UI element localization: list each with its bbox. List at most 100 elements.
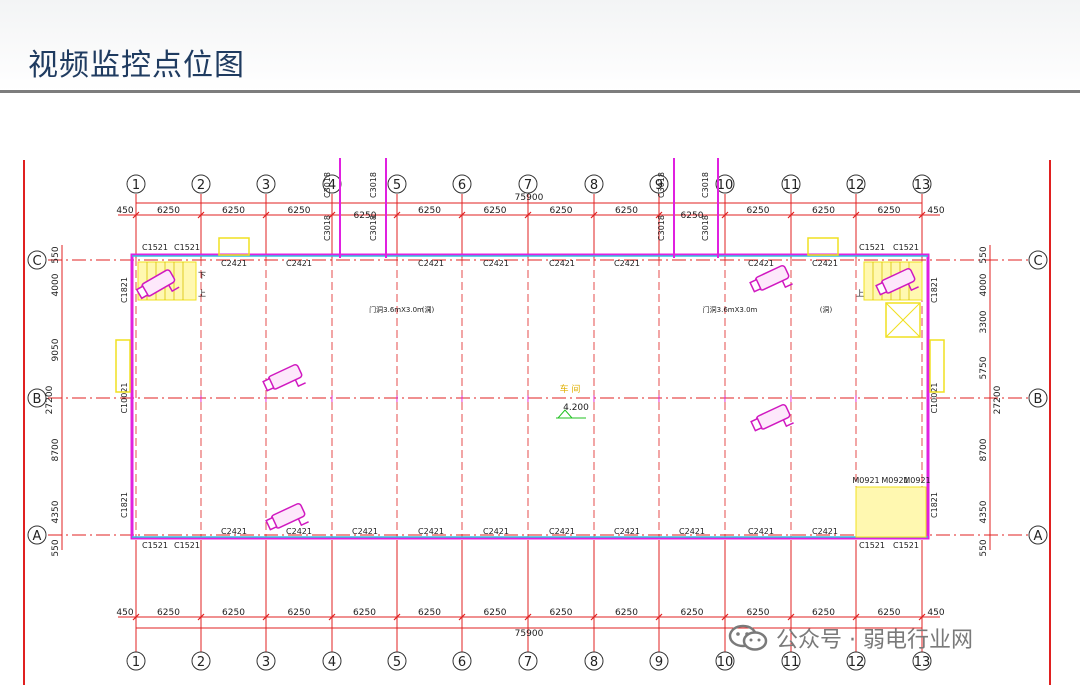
dim-vert: 3300 (979, 310, 989, 333)
dim-bay: 6250 (681, 211, 704, 221)
window-label-top: C2421 (483, 259, 509, 268)
corner-window-label: C1521 (174, 541, 200, 550)
dim-bay: 6250 (157, 608, 180, 618)
column-marker: I (396, 395, 399, 405)
side-window-label: C10021 (930, 382, 939, 413)
dim-bay: 6250 (550, 206, 573, 216)
dim-end: 450 (927, 608, 944, 618)
door-note: 门洞3.6mX3.0m（ (369, 305, 431, 314)
dim-bay: 6250 (812, 206, 835, 216)
corner-window-label: C1521 (859, 541, 885, 550)
column-marker: I (855, 395, 858, 405)
column-marker: I (331, 395, 334, 405)
camera-icon (262, 363, 306, 392)
axis-number: 5 (393, 655, 401, 670)
axis-number: 7 (524, 178, 532, 193)
header-divider (0, 90, 1080, 93)
stair-mark: 上 (856, 289, 864, 298)
side-window-label: C1821 (120, 277, 129, 303)
side-window-label: C1821 (930, 492, 939, 518)
axis-number: 6 (458, 655, 466, 670)
axis-bubble (584, 651, 604, 671)
window-label-bottom: C2421 (614, 527, 640, 536)
row-letter: C (1033, 254, 1042, 269)
header-band (0, 0, 1080, 92)
row-letter: B (33, 392, 42, 407)
dim-tick (328, 613, 336, 621)
dim-bay: 6250 (747, 608, 770, 618)
window-label-bottom: C2421 (748, 527, 774, 536)
watermark-text: 公众号 · 弱电行业网 (776, 628, 973, 653)
dim-tick (393, 613, 401, 621)
door-vert-label: C3018 (701, 172, 710, 198)
window-label-bottom: C2421 (679, 527, 705, 536)
axis-number: 6 (458, 178, 466, 193)
building-outline (130, 253, 930, 540)
axis-bubble (191, 174, 211, 194)
dim-vert: 4000 (979, 273, 989, 296)
row-letter: C (32, 254, 41, 269)
axis-number: 12 (848, 655, 865, 670)
dim-tick (918, 613, 926, 621)
dim-bay: 6250 (812, 608, 835, 618)
window-label-bottom: C2421 (418, 527, 444, 536)
dim-total: 75900 (515, 629, 544, 639)
corner-window-label: C1521 (174, 243, 200, 252)
door-vert-label: C3018 (323, 172, 332, 198)
window-label-top: C2421 (812, 259, 838, 268)
dim-bay: 6250 (418, 206, 441, 216)
dim-tick (721, 613, 729, 621)
elevation-label: 4.200 (563, 403, 589, 413)
axis-bubble (846, 651, 866, 671)
dim-total: 75900 (515, 193, 544, 203)
corner-window-label: C1521 (142, 541, 168, 550)
door-label: M0921 (881, 476, 908, 485)
yellow-mark (115, 339, 131, 393)
dim-bay: 6250 (222, 206, 245, 216)
column-marker: I (593, 395, 596, 405)
dim-tick (655, 211, 663, 219)
axis-number: 1 (132, 178, 140, 193)
camera-icon (749, 264, 793, 293)
window-label-bottom: C2421 (483, 527, 509, 536)
dim-tick (197, 211, 205, 219)
dim-tick (458, 613, 466, 621)
axis-number: 9 (655, 178, 663, 193)
corner-window-label: C1521 (142, 243, 168, 252)
dim-end: 450 (116, 206, 133, 216)
axis-bubble (715, 651, 735, 671)
axis-bubble (649, 174, 669, 194)
dim-vert: 550 (51, 539, 61, 556)
axis-bubble (846, 174, 866, 194)
dim-tick (852, 211, 860, 219)
elevator-box (885, 302, 921, 338)
axis-number: 3 (262, 655, 270, 670)
window-label-top: C2421 (748, 259, 774, 268)
axis-number: 8 (590, 178, 598, 193)
corner-window-label: C1521 (893, 243, 919, 252)
window-label-bottom: C2421 (221, 527, 247, 536)
dim-tick (132, 211, 140, 219)
dim-bay: 6250 (354, 211, 377, 221)
dim-bay: 6250 (747, 206, 770, 216)
dim-tick (787, 613, 795, 621)
door-note: (洞) (422, 305, 435, 314)
dim-vert: 4350 (51, 500, 61, 523)
axis-bubble (191, 651, 211, 671)
dim-bay: 6250 (615, 206, 638, 216)
dim-tick (524, 211, 532, 219)
dim-end: 450 (116, 608, 133, 618)
dim-tick (458, 211, 466, 219)
dim-tick (590, 613, 598, 621)
wechat-icon (728, 624, 768, 652)
dim-vert: 4000 (51, 273, 61, 296)
dim-tick (262, 613, 270, 621)
column-marker: I (790, 395, 793, 405)
page-title: 视频监控点位图 (28, 48, 245, 83)
column-marker: I (200, 395, 203, 405)
dim-tick (328, 211, 336, 219)
column-marker: I (724, 395, 727, 405)
axis-number: 2 (197, 655, 205, 670)
dim-tick (590, 211, 598, 219)
dim-total-width: 27200 (45, 385, 55, 414)
